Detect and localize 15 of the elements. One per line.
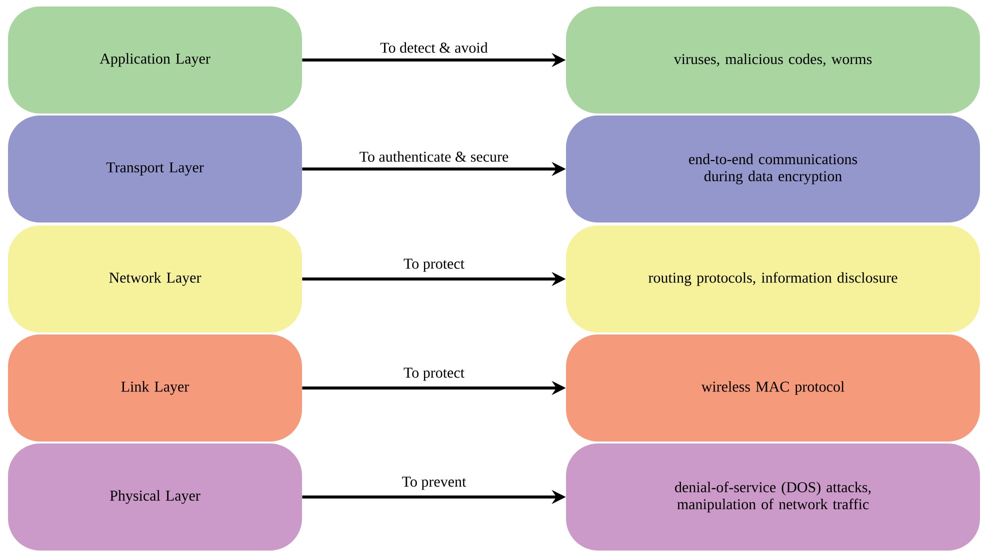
layer-box: Network Layer xyxy=(8,226,302,332)
edge-label: To protect xyxy=(404,368,464,381)
threat-box: end-to-end communications during data encryption xyxy=(566,116,980,222)
edge-label: To detect & avoid xyxy=(380,42,488,53)
layer-box: Application Layer xyxy=(8,6,302,114)
threat-box: wireless MAC protocol xyxy=(566,334,980,442)
layer-box: Transport Layer xyxy=(8,116,302,222)
threat-box: routing protocols, information disclosure xyxy=(566,226,980,332)
layer-box: Link Layer xyxy=(8,334,302,442)
edge-label: To authenticate & secure xyxy=(360,151,508,162)
edge-label: To protect xyxy=(404,258,464,272)
threat-box: denial-of-service (DOS) attacks, manipulation of network traffic xyxy=(566,443,980,550)
edge-label: To prevent xyxy=(402,476,466,490)
layer-box: Physical Layer xyxy=(8,443,302,550)
threat-box: viruses, malicious codes, worms xyxy=(566,6,980,114)
